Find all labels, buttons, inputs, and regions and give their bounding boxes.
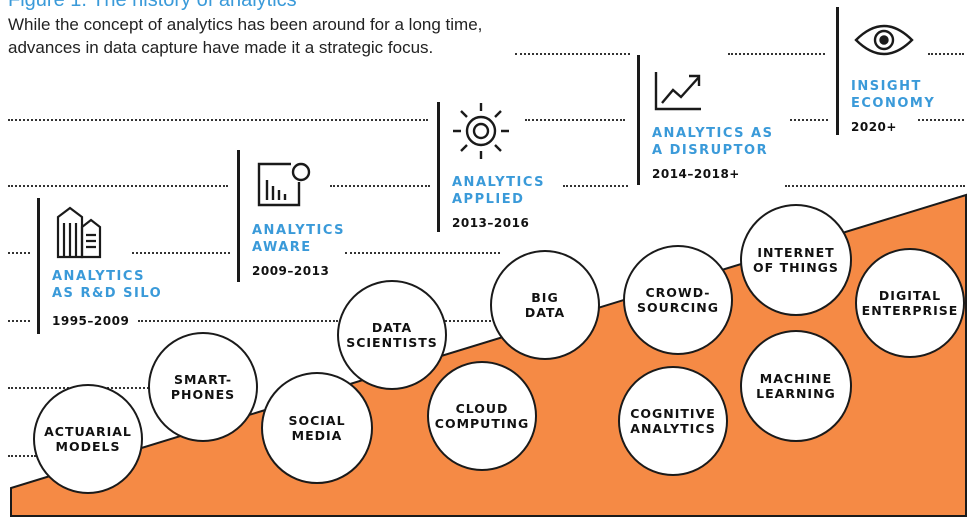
era-years: 2020+: [851, 120, 897, 134]
tech-bubble-machine-learning: MACHINE LEARNING: [740, 330, 852, 442]
era-divider: [437, 102, 440, 232]
figure-subtitle: While the concept of analytics has been …: [8, 15, 483, 57]
timeline-dots: [918, 119, 964, 121]
timeline-dots: [132, 252, 230, 254]
timeline-dots: [345, 252, 500, 254]
timeline-dots: [8, 119, 428, 121]
eye-icon: [854, 24, 914, 56]
era-divider: [237, 150, 240, 282]
timeline-dots: [8, 185, 228, 187]
tech-bubble-digital-enterprise: DIGITAL ENTERPRISE: [855, 248, 965, 358]
era-years: 2013–2016: [452, 216, 530, 230]
era-years: 2009–2013: [252, 264, 330, 278]
era-label: INSIGHT ECONOMY: [851, 79, 936, 111]
timeline-dots: [515, 53, 630, 55]
era-label: ANALYTICS APPLIED: [452, 175, 546, 207]
timeline-dots: [8, 252, 30, 254]
era-label: ANALYTICS AS R&D SILO: [52, 269, 163, 301]
timeline-dots: [8, 320, 30, 322]
tech-bubble-cognitive-analytics: COGNITIVE ANALYTICS: [618, 366, 728, 476]
tech-bubble-social-media: SOCIAL MEDIA: [261, 372, 373, 484]
timeline-dots: [440, 320, 495, 322]
tech-bubble-internet-of-things: INTERNET OF THINGS: [740, 204, 852, 316]
era-divider: [37, 198, 40, 334]
era-divider: [637, 55, 640, 185]
timeline-dots: [728, 53, 825, 55]
silo-icon: [56, 206, 102, 259]
dashboard-chart-icon: [257, 162, 311, 207]
era-label: ANALYTICS AS A DISRUPTOR: [652, 126, 774, 158]
era-years: 1995–2009: [52, 314, 130, 328]
timeline-dots: [330, 185, 430, 187]
timeline-dots: [790, 119, 828, 121]
timeline-dots: [563, 185, 628, 187]
timeline-dots: [138, 320, 338, 322]
tech-bubble-actuarial-models: ACTUARIAL MODELS: [33, 384, 143, 494]
tech-bubble-cloud-computing: CLOUD COMPUTING: [427, 361, 537, 471]
tech-bubble-crowdsourcing: CROWD- SOURCING: [623, 245, 733, 355]
tech-bubble-data-scientists: DATA SCIENTISTS: [337, 280, 447, 390]
era-years: 2014–2018+: [652, 167, 740, 181]
timeline-dots: [928, 53, 964, 55]
timeline-dots: [8, 455, 36, 457]
trend-line-icon: [654, 72, 701, 111]
tech-bubble-smartphones: SMART- PHONES: [148, 332, 258, 442]
era-label: ANALYTICS AWARE: [252, 223, 346, 255]
tech-bubble-big-data: BIG DATA: [490, 250, 600, 360]
timeline-dots: [525, 119, 625, 121]
era-divider: [836, 7, 839, 135]
timeline-dots: [785, 185, 965, 187]
figure-title: Figure 1. The history of analytics: [8, 0, 297, 11]
gear-sun-icon: [453, 103, 509, 159]
